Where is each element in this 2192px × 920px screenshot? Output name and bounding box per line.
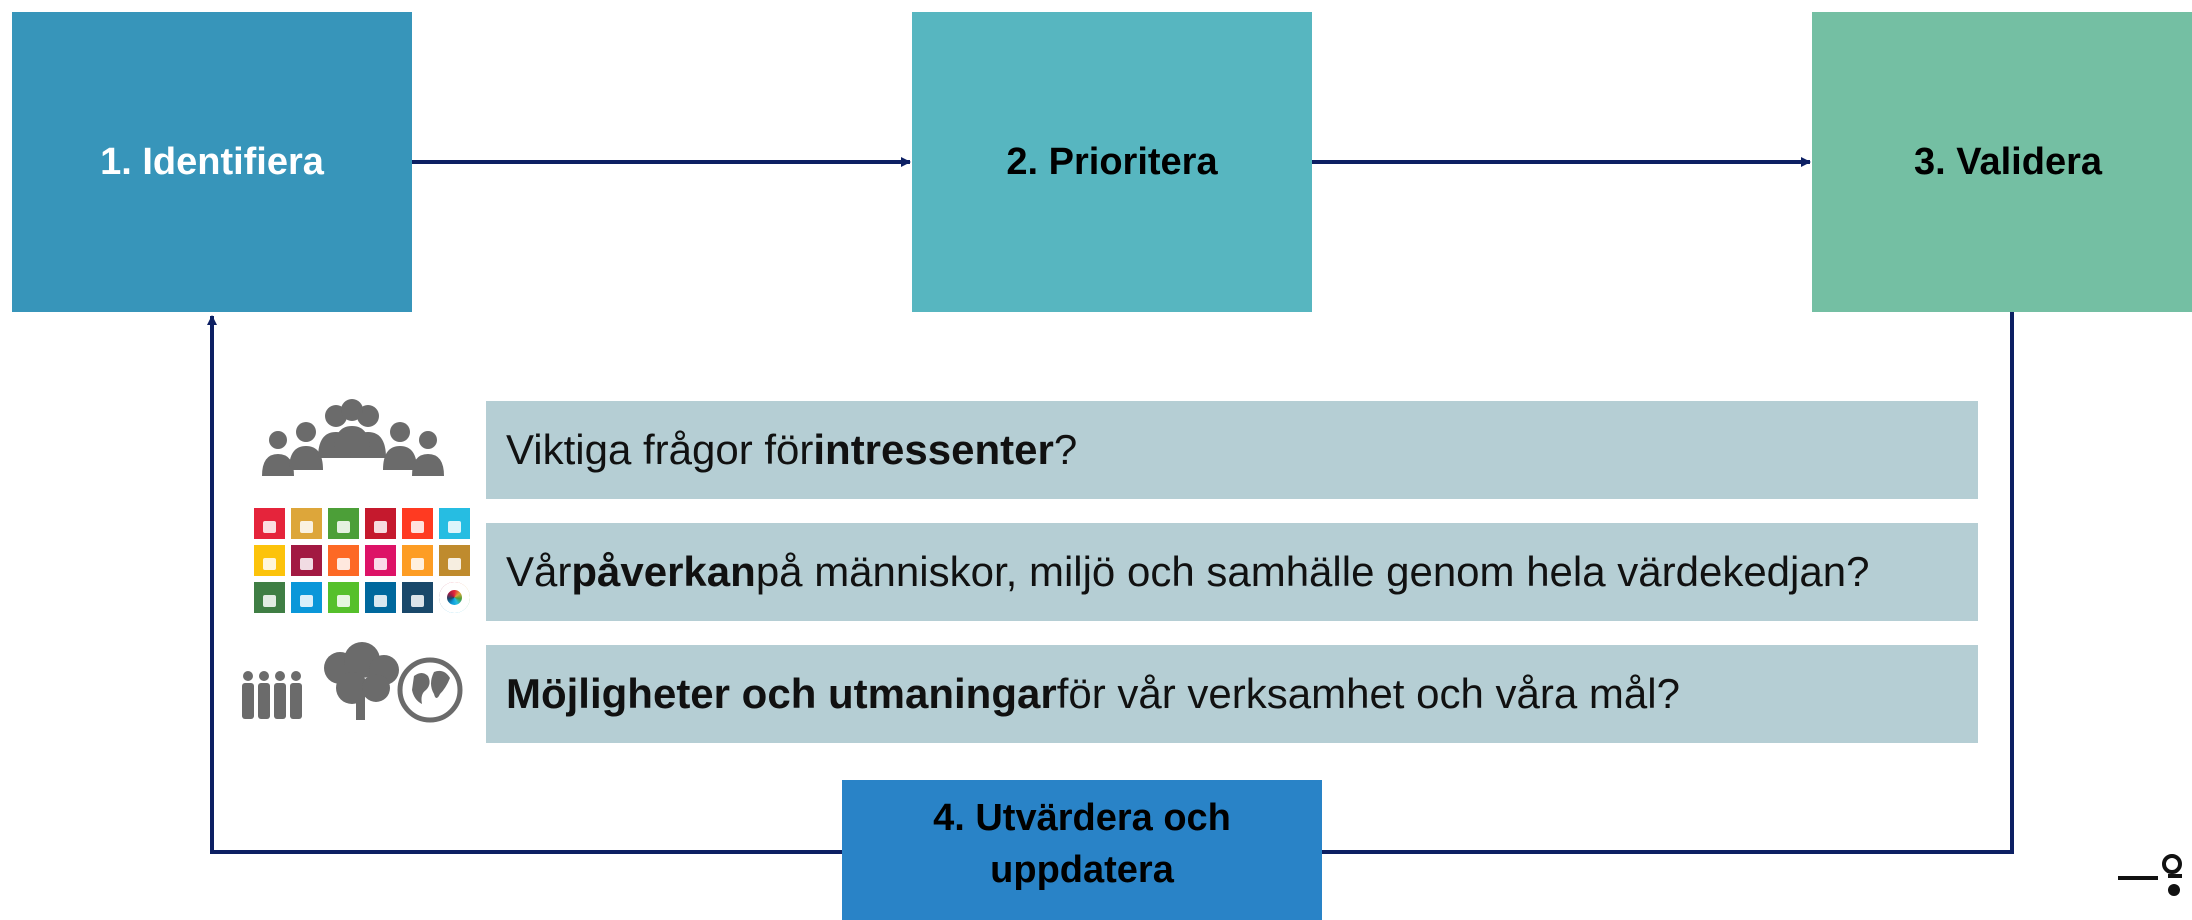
question-impact-text-2: på människor, miljö och samhälle genom h… xyxy=(755,548,1870,595)
sdg-tile xyxy=(439,545,470,576)
question-opportunities-bold: Möjligheter och utmaningar xyxy=(506,670,1057,717)
step-validera-label: 3. Validera xyxy=(1913,140,2102,183)
question-stakeholders: Viktiga frågor för intressenter? xyxy=(486,401,1978,499)
step-prioritera: 2. Prioritera xyxy=(912,12,1312,312)
connector-step3-to-step4 xyxy=(1322,312,2014,854)
sdg-tile-mark xyxy=(337,558,350,570)
sdg-tile-mark xyxy=(374,558,387,570)
sdg-tile-mark xyxy=(411,521,424,533)
sdg-tile-mark xyxy=(448,521,461,533)
question-impact-text-1: Vår xyxy=(506,548,572,595)
sdg-tile xyxy=(402,508,433,539)
sdg-tile-mark xyxy=(374,521,387,533)
sdg-tile xyxy=(402,545,433,576)
sdg-tile xyxy=(365,545,396,576)
materiality-process-diagram: 1. Identifiera 2. Prioritera 3. Validera… xyxy=(12,12,2192,920)
question-opportunities-text-2: för vår verksamhet och våra mål? xyxy=(1056,670,1680,717)
sdg-tile xyxy=(328,545,359,576)
sdg-tile-mark xyxy=(300,595,313,607)
sdg-tile-mark xyxy=(300,558,313,570)
sdg-tile xyxy=(402,582,433,613)
globe-icon xyxy=(397,657,463,723)
step-identifiera: 1. Identifiera xyxy=(12,12,412,312)
question-stakeholders-bold: intressenter xyxy=(813,426,1054,473)
sdg-tile-mark xyxy=(263,558,276,570)
sdg-tile-mark xyxy=(263,595,276,607)
step-prioritera-label: 2. Prioritera xyxy=(1006,140,1218,183)
question-stakeholders-text-1: Viktiga frågor för xyxy=(506,426,814,473)
people-group-icon xyxy=(262,399,444,476)
question-stakeholders-text-2: ? xyxy=(1053,426,1078,473)
sdg-tile xyxy=(365,508,396,539)
question-opportunities: Möjligheter och utmaningar för vår verks… xyxy=(486,645,1978,743)
sdg-goals-icon xyxy=(254,508,470,614)
sdg-tile-mark xyxy=(300,521,313,533)
sdg-tile xyxy=(291,582,322,613)
sdg-tile xyxy=(439,582,470,613)
step-utvardera: 4. Utvärdera och uppdatera xyxy=(842,780,1322,920)
step-validera: 3. Validera xyxy=(1812,12,2192,312)
sdg-tile-mark xyxy=(448,558,461,570)
step-identifiera-label: 1. Identifiera xyxy=(100,140,324,183)
sdg-tile-mark xyxy=(337,595,350,607)
tree-icon xyxy=(324,642,399,720)
sdg-tile xyxy=(439,508,470,539)
sdg-tile xyxy=(254,582,285,613)
arrow-step4-to-step1 xyxy=(207,315,842,854)
sdg-tile xyxy=(291,545,322,576)
question-impact: Vår påverkan på människor, miljö och sam… xyxy=(486,523,1978,621)
sdg-tile-mark xyxy=(411,595,424,607)
sdg-tile xyxy=(291,508,322,539)
sdg-tile-mark xyxy=(411,558,424,570)
sdg-tile xyxy=(254,508,285,539)
sdg-tile xyxy=(365,582,396,613)
sdg-tile-mark xyxy=(337,521,350,533)
people-tree-globe-icon xyxy=(242,642,463,723)
sdg-tile xyxy=(254,545,285,576)
decorative-corner-icon xyxy=(2118,854,2182,896)
sdg-tile xyxy=(328,508,359,539)
step-utvardera-label-line2: uppdatera xyxy=(990,849,1174,891)
sdg-tile-mark xyxy=(263,521,276,533)
people-icon xyxy=(242,671,302,719)
sdg-tile-mark xyxy=(374,595,387,607)
connector-arrows xyxy=(207,157,2014,854)
question-impact-bold: påverkan xyxy=(571,548,756,595)
step-utvardera-label-line1: 4. Utvärdera och xyxy=(933,797,1231,839)
sdg-tile xyxy=(328,582,359,613)
